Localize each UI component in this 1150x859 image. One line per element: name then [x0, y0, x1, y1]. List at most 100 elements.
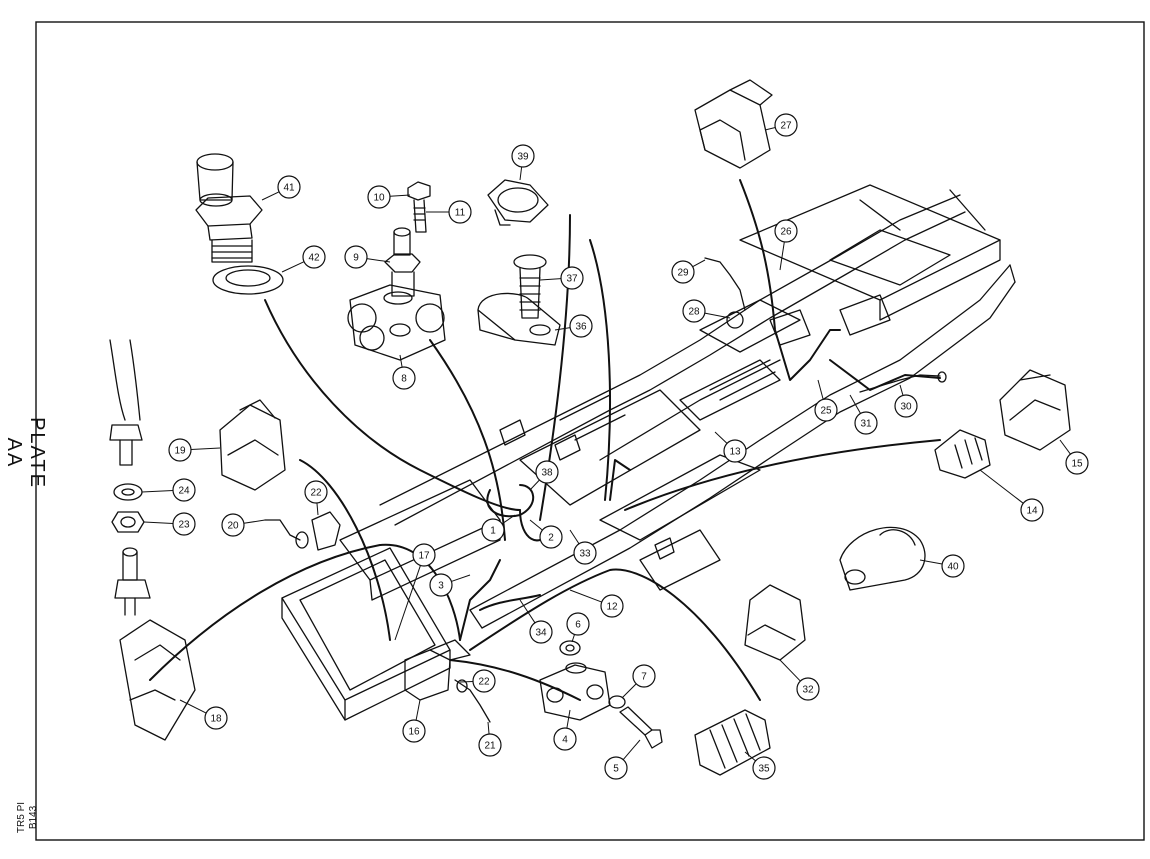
- callout-number: 20: [227, 521, 239, 532]
- callout-22: 22: [472, 669, 496, 693]
- callout-number: 30: [900, 402, 912, 413]
- callout-circle: [481, 518, 505, 542]
- callout-number: 40: [947, 562, 959, 573]
- leader-line-36: [554, 327, 571, 331]
- part-29-switch: [704, 257, 746, 311]
- callout-number: 23: [178, 520, 190, 531]
- callout-circle: [302, 245, 326, 269]
- chassis-frame: [281, 184, 1016, 721]
- callout-3: 3: [429, 573, 453, 597]
- callout-number: 25: [820, 406, 832, 417]
- part-30-pipe: [859, 371, 947, 393]
- callout-34: 34: [529, 620, 553, 644]
- callout-circle: [553, 727, 577, 751]
- callout-circle: [774, 219, 798, 243]
- callout-circle: [682, 299, 706, 323]
- callout-circle: [671, 260, 695, 284]
- callout-17: 17: [412, 543, 436, 567]
- callout-circle: [367, 185, 391, 209]
- callout-number: 36: [575, 322, 587, 333]
- part-42-washer: [212, 265, 284, 295]
- callout-circle: [752, 756, 776, 780]
- part-41-union: [195, 153, 263, 263]
- part-flexible-hose: [109, 339, 143, 466]
- leader-line-26: [779, 241, 785, 271]
- callout-balloons: 1234567891011121314151617181920212222232…: [168, 113, 1089, 780]
- callout-20: 20: [221, 513, 245, 537]
- callout-circle: [796, 677, 820, 701]
- callout-number: 5: [613, 764, 619, 775]
- callout-12: 12: [600, 594, 624, 618]
- callout-18: 18: [204, 706, 228, 730]
- callout-24: 24: [172, 478, 196, 502]
- callout-circle: [529, 620, 553, 644]
- callout-circle: [1065, 451, 1089, 475]
- callout-number: 42: [308, 253, 320, 264]
- callout-29: 29: [671, 260, 695, 284]
- callout-number: 26: [780, 227, 792, 238]
- leader-line-38: [529, 479, 540, 491]
- leader-line-30: [899, 384, 904, 396]
- leader-line-24: [141, 490, 174, 493]
- callout-1: 1: [481, 518, 505, 542]
- callout-41: 41: [277, 175, 301, 199]
- callout-42: 42: [302, 245, 326, 269]
- leader-line-37: [539, 278, 562, 281]
- callout-circle: [854, 411, 878, 435]
- leader-line-27: [764, 127, 776, 131]
- callout-37: 37: [560, 266, 584, 290]
- callout-circle: [392, 366, 416, 390]
- callout-number: 13: [729, 447, 741, 458]
- callout-number: 24: [178, 486, 190, 497]
- callout-number: 32: [802, 685, 814, 696]
- leader-line-25: [817, 379, 824, 400]
- part-35-union: [694, 709, 771, 776]
- leader-line-22: [459, 680, 474, 683]
- leader-line-8: [399, 354, 403, 368]
- part-32-clip: [744, 584, 806, 661]
- callout-circle: [429, 573, 453, 597]
- leader-line-12: [569, 589, 602, 603]
- callout-9: 9: [344, 245, 368, 269]
- leader-line-23: [143, 521, 174, 524]
- leader-lines: [141, 127, 1071, 762]
- leader-line-33: [569, 529, 580, 545]
- part-37-screw: [513, 254, 547, 319]
- leader-line-9: [366, 258, 391, 263]
- part-4-tee: [539, 662, 611, 721]
- callout-number: 4: [562, 735, 568, 746]
- part-22-union: [311, 511, 341, 551]
- callout-number: 31: [860, 419, 872, 430]
- callout-8: 8: [392, 366, 416, 390]
- callout-number: 22: [478, 677, 490, 688]
- callout-circle: [535, 460, 559, 484]
- part-13-pipe: [599, 359, 781, 461]
- callout-number: 16: [408, 727, 420, 738]
- callout-22: 22: [304, 480, 328, 504]
- callout-number: 19: [174, 446, 186, 457]
- callout-number: 37: [566, 274, 578, 285]
- part-5-bolt: [619, 706, 663, 749]
- leader-line-34: [519, 599, 536, 624]
- callout-number: 8: [401, 374, 407, 385]
- callout-7: 7: [632, 664, 656, 688]
- part-hose-end: [114, 547, 151, 616]
- callout-number: 41: [283, 183, 295, 194]
- callout-number: 34: [535, 628, 547, 639]
- part-40-clip: [839, 526, 926, 591]
- callout-number: 21: [484, 741, 496, 752]
- callout-circle: [814, 398, 838, 422]
- leader-line-28: [704, 312, 731, 319]
- callout-circle: [168, 438, 192, 462]
- leader-line-1: [501, 514, 516, 525]
- callout-15: 15: [1065, 451, 1089, 475]
- leader-line-22: [316, 502, 319, 516]
- callout-13: 13: [723, 439, 747, 463]
- callout-circle: [894, 394, 918, 418]
- callout-circle: [600, 594, 624, 618]
- callout-circle: [604, 756, 628, 780]
- callout-number: 15: [1071, 459, 1083, 470]
- callout-number: 28: [688, 307, 700, 318]
- callout-4: 4: [553, 727, 577, 751]
- callout-number: 2: [548, 533, 554, 544]
